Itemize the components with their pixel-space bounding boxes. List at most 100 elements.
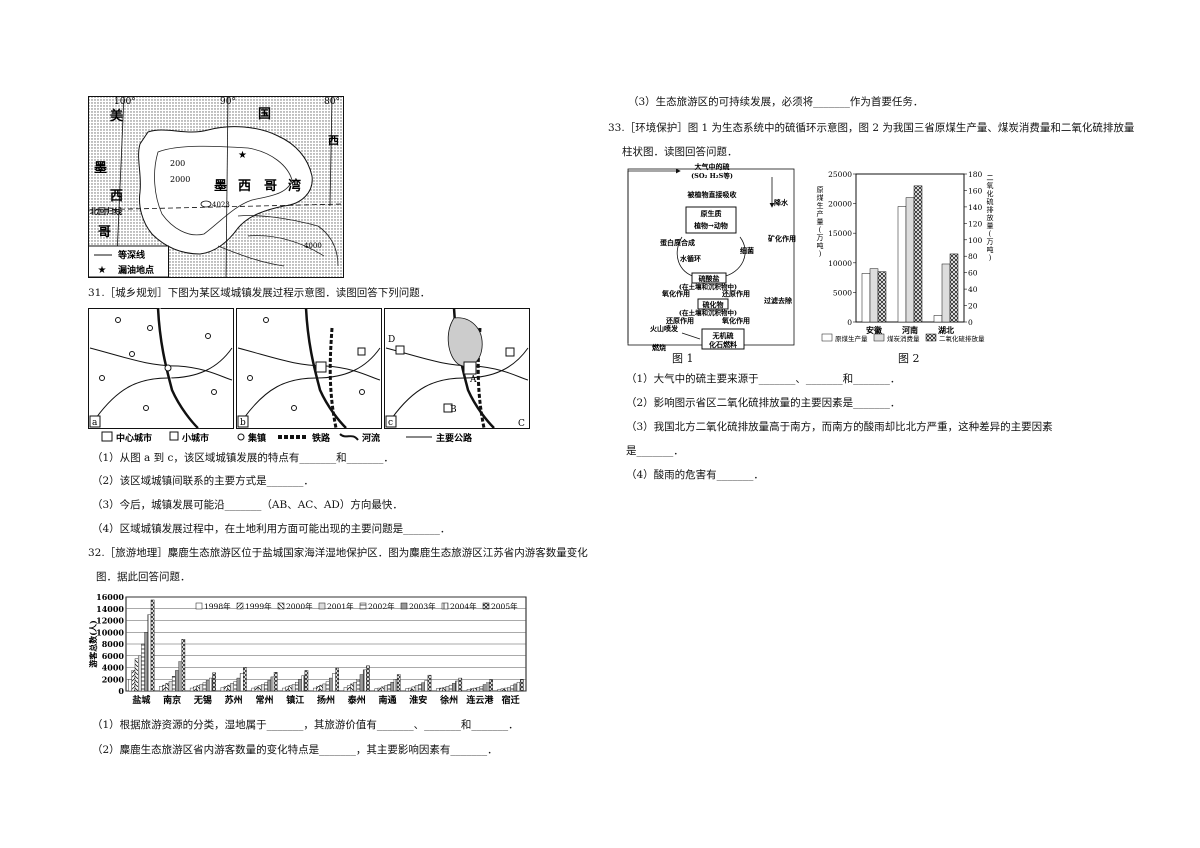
- bar: [466, 689, 471, 692]
- bar: [913, 185, 923, 323]
- bar: [362, 669, 367, 692]
- bar: [500, 688, 505, 692]
- spill-star-icon: ★: [98, 265, 107, 276]
- legend-label: 2003年: [409, 601, 436, 611]
- cycle-label: 过滤去除: [764, 296, 793, 305]
- lon-label: 100°: [114, 97, 136, 107]
- q31-item: （4）区域城镇发展过程中，在土地利用方面可能出现的主要问题是_______．: [92, 523, 451, 535]
- place-char: 西: [238, 179, 251, 194]
- y2-axis-label-char: 氧: [987, 181, 994, 190]
- cycle-label: (SO₂ H₂S等): [691, 171, 733, 180]
- bar: [175, 670, 179, 692]
- y-axis-label-char: 吨: [817, 241, 824, 250]
- x-tick-label: 南京: [163, 694, 181, 706]
- bar: [209, 677, 213, 692]
- bar: [212, 672, 216, 692]
- bar: [448, 684, 453, 692]
- bar: [869, 268, 879, 323]
- bar: [408, 687, 413, 692]
- legend-label: 2000年: [286, 601, 313, 611]
- legend-swatch: [277, 602, 285, 610]
- legend-swatch: [359, 602, 367, 610]
- bar: [230, 683, 234, 692]
- bar: [861, 273, 871, 323]
- y2-axis-label-char: 万: [987, 238, 994, 246]
- bar: [421, 682, 425, 692]
- cycle-label: (在土壤和沉积物中): [679, 282, 737, 291]
- legend-label: 1999年: [245, 601, 272, 611]
- q32-item-3: （3）生态旅游区的可持续发展，必须将_______作为首要任务．: [628, 96, 924, 108]
- bar: [285, 686, 290, 692]
- bar: [304, 670, 309, 692]
- bar: [380, 686, 385, 692]
- bar: [236, 677, 241, 692]
- bar: [520, 679, 524, 692]
- cycle-label: 氧化作用: [661, 289, 690, 298]
- bar: [489, 679, 493, 692]
- x-tick-label: 安徽: [866, 325, 883, 335]
- legend-label: 小城市: [181, 432, 209, 444]
- q31-item: （3）今后，城镇发展可能沿_______（AB、AC、AD）方向最快．: [92, 499, 403, 511]
- x-tick-label: 泰州: [347, 694, 366, 706]
- bar: [418, 684, 422, 692]
- y2-axis-label-char: 二: [987, 174, 994, 182]
- bar: [387, 684, 391, 692]
- bar: [199, 684, 204, 692]
- q32-title: 32.［旅游地理］麋鹿生态旅游区位于盐城国家海洋湿地保护区．图为麋鹿生态旅游区江…: [88, 547, 588, 559]
- bar: [877, 271, 887, 323]
- bar: [257, 685, 262, 692]
- place-char: 墨: [214, 179, 227, 194]
- legend-swatch: [400, 602, 408, 610]
- bar: [497, 689, 502, 692]
- bar: [312, 687, 317, 692]
- y2-tick-label: 60: [968, 269, 978, 278]
- bar: [328, 677, 333, 692]
- bar: [346, 685, 351, 692]
- legend-label: 集镇: [247, 432, 266, 444]
- bar: [319, 684, 324, 692]
- bar: [162, 684, 166, 692]
- x-tick-label: 淮安: [409, 694, 427, 706]
- legend-swatch: [236, 602, 244, 610]
- bar: [504, 687, 508, 692]
- x-tick-label: 徐州: [439, 694, 458, 706]
- bar: [458, 677, 463, 692]
- cycle-label: 植物→动物: [693, 221, 728, 230]
- bar: [427, 674, 432, 692]
- y-tick-label: 2000: [102, 674, 125, 684]
- y2-tick-label: 160: [968, 186, 983, 195]
- y-tick-label: 5000: [833, 288, 852, 297]
- legend-swatch: [925, 333, 937, 342]
- bar: [393, 679, 398, 692]
- legend-label: 等深线: [117, 249, 145, 261]
- y2-tick-label: 180: [968, 170, 983, 179]
- panel-a: a: [88, 308, 234, 429]
- panel-c: c D A B C: [384, 308, 530, 429]
- place-char: 哥: [98, 224, 111, 240]
- tourist-chart: 0200040006000800010000120001400016000游客总…: [88, 592, 527, 706]
- bar: [359, 674, 364, 692]
- place-char: 哥: [264, 178, 277, 194]
- y-axis-label-char: 生: [817, 201, 824, 210]
- bar: [513, 683, 518, 692]
- y2-tick-label: 80: [968, 252, 978, 261]
- cycle-label: 还原作用: [721, 289, 750, 298]
- x-tick-label: 河南: [902, 325, 918, 335]
- bar: [452, 683, 456, 692]
- place-char: 西: [110, 189, 123, 204]
- q33-item: （4）酸雨的危害有_______．: [626, 469, 764, 481]
- depth-label: 2000: [170, 175, 190, 184]
- coal-chart: 0500010000150002000025000020406080100120…: [817, 170, 994, 343]
- bar: [350, 683, 354, 692]
- x-tick-label: 苏州: [225, 694, 243, 706]
- x-tick-label: 湖北: [938, 325, 954, 335]
- legend-swatch: [482, 602, 490, 610]
- y-axis-label-char: 产: [817, 209, 824, 218]
- bar: [390, 681, 395, 692]
- x-tick-label: 镇江: [286, 694, 304, 706]
- legend-swatch: [821, 333, 833, 342]
- cycle-label: (在土壤和沉积物中): [679, 308, 737, 317]
- bar: [353, 681, 357, 692]
- x-tick-label: 连云港: [466, 694, 494, 706]
- bar: [147, 614, 152, 692]
